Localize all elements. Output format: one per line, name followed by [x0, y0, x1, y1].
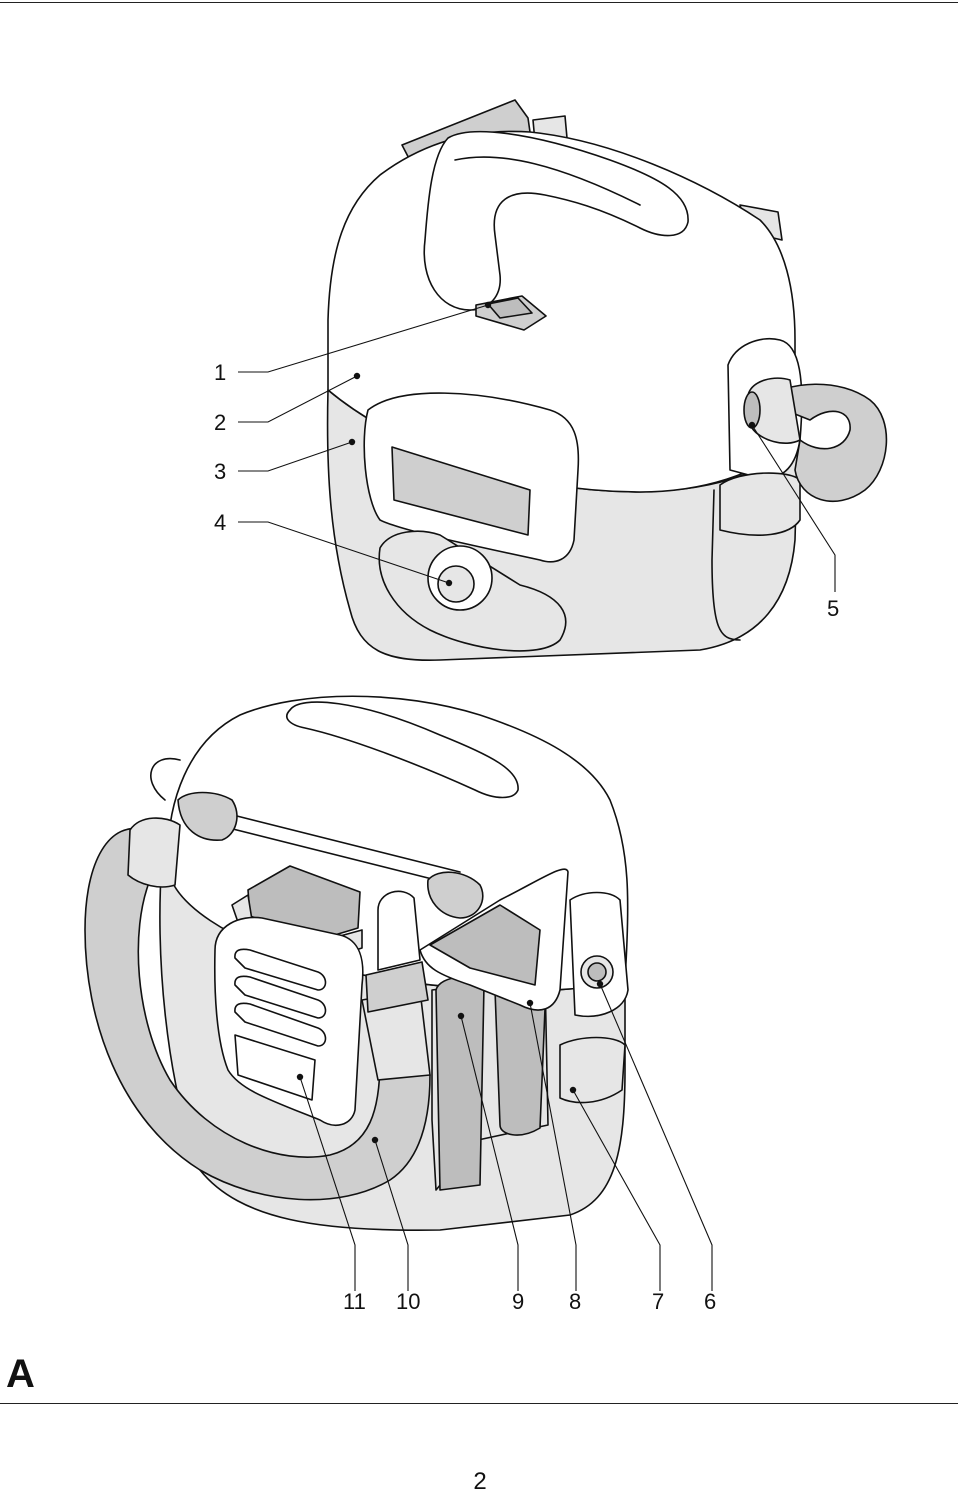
vacuum-rear-view [84, 695, 629, 1232]
switch-rocker [487, 297, 533, 319]
hose-connector [747, 377, 801, 444]
callout-2: 2 [214, 410, 227, 435]
page-number: 2 [473, 1468, 487, 1495]
louvre-3 [234, 1002, 327, 1047]
louvre-1 [234, 948, 327, 991]
callout-9: 9 [512, 1289, 525, 1314]
rear-handle [286, 701, 519, 799]
crevice-tip [377, 890, 421, 971]
callout-4: 4 [214, 510, 227, 535]
bottom-rule [0, 1403, 958, 1404]
crevice-collar [365, 961, 429, 1013]
side-clip-lower [719, 472, 801, 536]
hose-cuff [127, 817, 181, 888]
leaders-top [238, 301, 836, 592]
callout-5: 5 [827, 596, 840, 621]
vacuum-front-view [326, 99, 888, 662]
rear-side-panel [569, 891, 629, 1017]
callout-1: 1 [214, 360, 227, 385]
figure-letter: A [6, 1352, 35, 1396]
leaders-bottom [296, 980, 713, 1291]
cord-hook-right [427, 871, 484, 919]
callout-3: 3 [214, 459, 227, 484]
callout-10: 10 [396, 1289, 421, 1314]
flexible-hose [84, 827, 431, 1201]
storage-clip [559, 1036, 626, 1104]
cord-hook [150, 757, 181, 801]
nozzle-brush [429, 904, 541, 986]
blower-port-inner [587, 962, 607, 982]
handle-ridge [454, 156, 641, 206]
cord-hook-left [177, 791, 238, 841]
callout-7: 7 [652, 1289, 665, 1314]
top-rule [0, 2, 958, 3]
carry-handle [423, 130, 689, 311]
cord-wrap-bar [204, 807, 461, 887]
front-label [391, 446, 531, 536]
tank-seam [711, 489, 741, 641]
filter-latch [234, 1034, 316, 1101]
suction-hose [759, 383, 888, 503]
callout-11: 11 [343, 1289, 366, 1314]
callout-8: 8 [569, 1289, 582, 1314]
drain-plug-cap [437, 565, 475, 603]
extension-tube [435, 976, 485, 1191]
louvre-2 [234, 975, 327, 1019]
callout-6: 6 [704, 1289, 717, 1314]
